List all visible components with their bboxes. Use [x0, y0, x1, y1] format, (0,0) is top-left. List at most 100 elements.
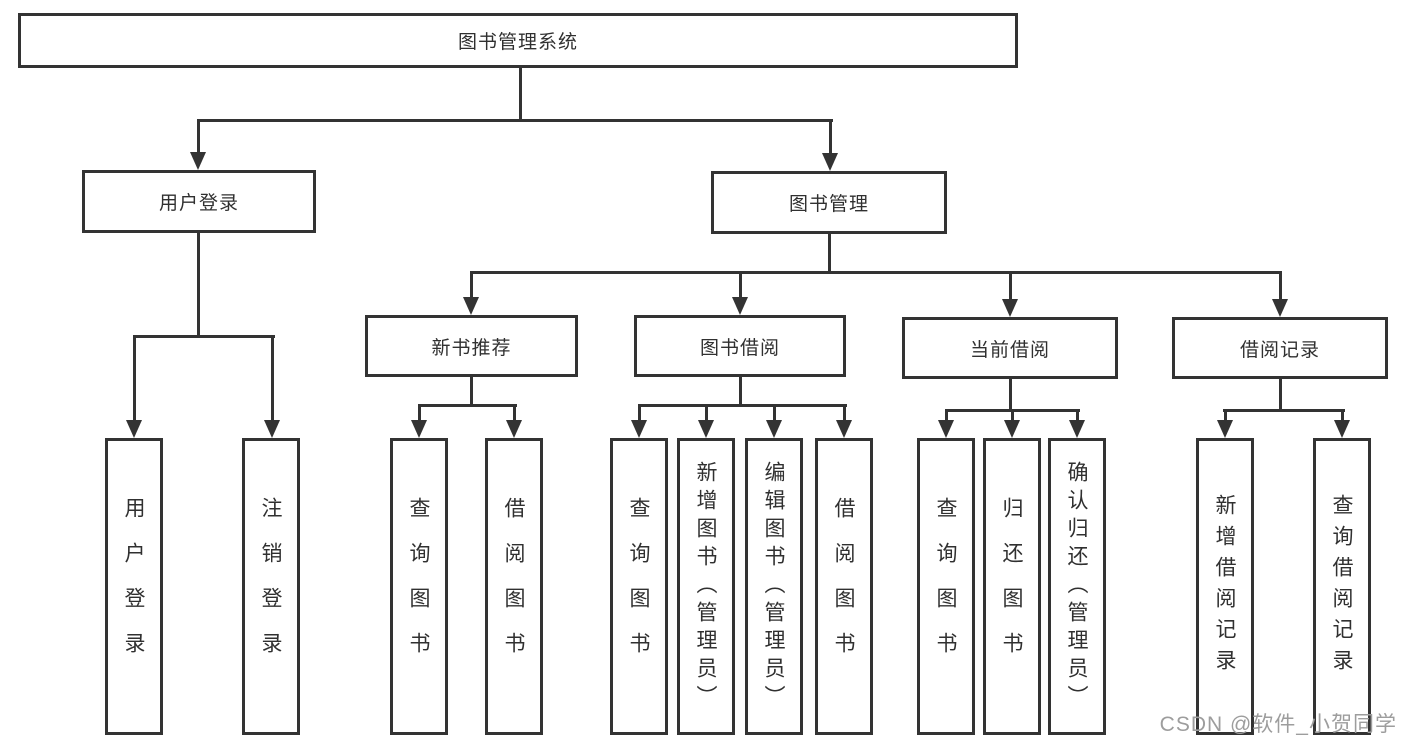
leaf-label: 注销登录	[259, 496, 283, 677]
leaf-label: 确认归还（管理员）	[1065, 460, 1089, 713]
arrow-down-icon	[1334, 420, 1350, 438]
leaf-label: 新增借阅记录	[1213, 493, 1237, 680]
arrow-down-icon	[463, 297, 479, 315]
leaf-add-borrow-record: 新增借阅记录	[1196, 438, 1254, 735]
connector-root-stub	[519, 66, 522, 122]
arrow-shaft	[842, 404, 846, 426]
arrow-shaft	[270, 335, 274, 426]
leaf-query-borrow-record: 查询借阅记录	[1313, 438, 1371, 735]
arrow-to-book-management	[821, 119, 839, 171]
arrow-down-icon	[766, 420, 782, 438]
leaf-return-books: 归还图书	[983, 438, 1041, 735]
node-book-borrowing-label: 图书借阅	[699, 337, 780, 359]
leaf-label: 查询图书	[407, 496, 431, 677]
leaf-label: 查询借阅记录	[1330, 493, 1354, 680]
leaf-label: 借阅图书	[832, 496, 856, 677]
node-book-management: 图书管理	[711, 171, 947, 234]
arrow-to-book-borrowing	[731, 271, 749, 315]
leaf-user-login: 用户登录	[105, 438, 163, 735]
node-borrowing-records-label: 借阅记录	[1239, 339, 1320, 361]
leaf-query-books-recommend: 查询图书	[390, 438, 448, 735]
arrow-down-icon	[732, 297, 748, 315]
arrow-leaf	[835, 404, 853, 438]
arrow-down-icon	[1002, 299, 1018, 317]
leaf-label: 用户登录	[122, 496, 146, 677]
arrow-down-icon	[1004, 420, 1020, 438]
arrow-to-borrowing-records	[1271, 271, 1289, 317]
arrow-leaf	[1216, 409, 1234, 438]
arrow-down-icon	[506, 420, 522, 438]
arrow-down-icon	[1217, 420, 1233, 438]
arrow-shaft	[1010, 409, 1014, 426]
leaf-label: 借阅图书	[502, 496, 526, 677]
node-user-login: 用户登录	[82, 170, 316, 233]
node-root: 图书管理系统	[18, 13, 1018, 68]
arrow-shaft	[1340, 409, 1344, 426]
leaf-label: 查询图书	[934, 496, 958, 677]
connector-book-management-stub	[828, 232, 831, 274]
arrow-down-icon	[938, 420, 954, 438]
arrow-down-icon	[631, 420, 647, 438]
arrow-down-icon	[126, 420, 142, 438]
arrow-leaf	[505, 404, 523, 438]
arrow-down-icon	[1069, 420, 1085, 438]
leaf-query-books-borrowing: 查询图书	[610, 438, 668, 735]
connector-borrowing-records-stub	[1279, 377, 1282, 412]
arrow-shaft	[512, 404, 516, 426]
connector-bus-book-borrowing	[638, 404, 847, 407]
arrow-leaf	[765, 404, 783, 438]
arrow-shaft	[738, 271, 742, 303]
arrow-leaf	[697, 404, 715, 438]
connector-bus-borrowing-records	[1223, 409, 1345, 412]
node-book-borrowing: 图书借阅	[634, 315, 846, 377]
arrow-to-leaf-user-login	[125, 335, 143, 438]
connector-bus-user-login	[133, 335, 275, 338]
node-root-label: 图书管理系统	[457, 32, 578, 53]
leaf-label: 编辑图书（管理员）	[762, 460, 786, 713]
connector-new-book-recommend-stub	[470, 375, 473, 407]
connector-book-borrowing-stub	[739, 375, 742, 407]
arrow-leaf	[937, 409, 955, 438]
arrow-shaft	[772, 404, 776, 426]
leaf-edit-book-admin: 编辑图书（管理员）	[745, 438, 803, 735]
node-borrowing-records: 借阅记录	[1172, 317, 1388, 379]
arrow-shaft	[1008, 271, 1012, 305]
leaf-logout: 注销登录	[242, 438, 300, 735]
node-current-borrowing-label: 当前借阅	[969, 339, 1050, 361]
arrow-down-icon	[836, 420, 852, 438]
arrow-leaf	[1068, 409, 1086, 438]
node-book-management-label: 图书管理	[788, 194, 869, 215]
arrow-down-icon	[698, 420, 714, 438]
arrow-shaft	[417, 404, 421, 426]
node-new-book-recommend: 新书推荐	[365, 315, 578, 377]
connector-current-borrowing-stub	[1009, 377, 1012, 412]
arrow-shaft	[132, 335, 136, 426]
leaf-borrow-books-recommend: 借阅图书	[485, 438, 543, 735]
arrow-to-leaf-logout	[263, 335, 281, 438]
arrow-down-icon	[190, 152, 206, 170]
watermark-text: CSDN @软件_小贺同学	[1159, 713, 1397, 736]
leaf-label: 新增图书（管理员）	[694, 460, 718, 713]
arrow-to-current-borrowing	[1001, 271, 1019, 317]
connector-user-login-stub	[197, 231, 200, 338]
arrow-shaft	[1223, 409, 1227, 426]
arrow-shaft	[1278, 271, 1282, 305]
arrow-leaf	[1003, 409, 1021, 438]
arrow-shaft	[704, 404, 708, 426]
connector-bus-level3	[470, 271, 1282, 274]
connector-bus-level2	[197, 119, 833, 122]
arrow-to-new-book-recommend	[462, 271, 480, 315]
arrow-shaft	[1075, 409, 1079, 426]
arrow-shaft	[469, 271, 473, 303]
arrow-shaft	[637, 404, 641, 426]
arrow-leaf	[1333, 409, 1351, 438]
arrow-leaf	[630, 404, 648, 438]
node-current-borrowing: 当前借阅	[902, 317, 1118, 379]
arrow-down-icon	[264, 420, 280, 438]
arrow-shaft	[828, 119, 832, 159]
leaf-add-book-admin: 新增图书（管理员）	[677, 438, 735, 735]
leaf-label: 查询图书	[627, 496, 651, 677]
leaf-confirm-return-admin: 确认归还（管理员）	[1048, 438, 1106, 735]
connector-bus-new-book-recommend	[418, 404, 517, 407]
